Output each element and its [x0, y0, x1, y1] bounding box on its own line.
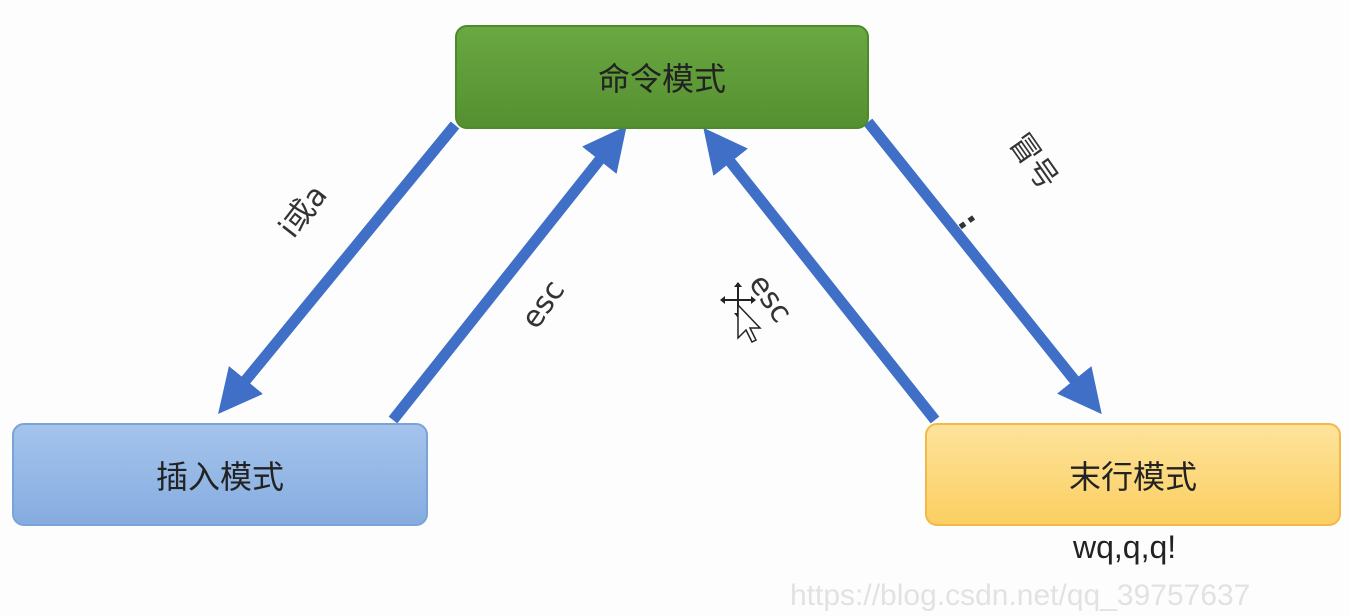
insert-mode-node: 插入模式 [12, 423, 428, 526]
arrow-command-to-last [863, 118, 1102, 415]
last-line-commands: wq,q,q! [1073, 529, 1177, 565]
cursor-move-icon [720, 282, 762, 344]
command-mode-node: 命令模式 [455, 25, 869, 129]
arrow-command-to-insert [218, 121, 460, 415]
arrow-last-to-command [703, 127, 940, 424]
command-mode-label: 命令模式 [597, 60, 726, 98]
last-line-mode-label: 末行模式 [1068, 457, 1197, 496]
insert-mode-label: 插入模式 [155, 457, 284, 496]
watermark: https://blog.csdn.net/qq_39757637 [790, 579, 1251, 612]
arrow-insert-to-command [388, 125, 627, 424]
last-line-mode-node: 末行模式 [925, 423, 1341, 526]
